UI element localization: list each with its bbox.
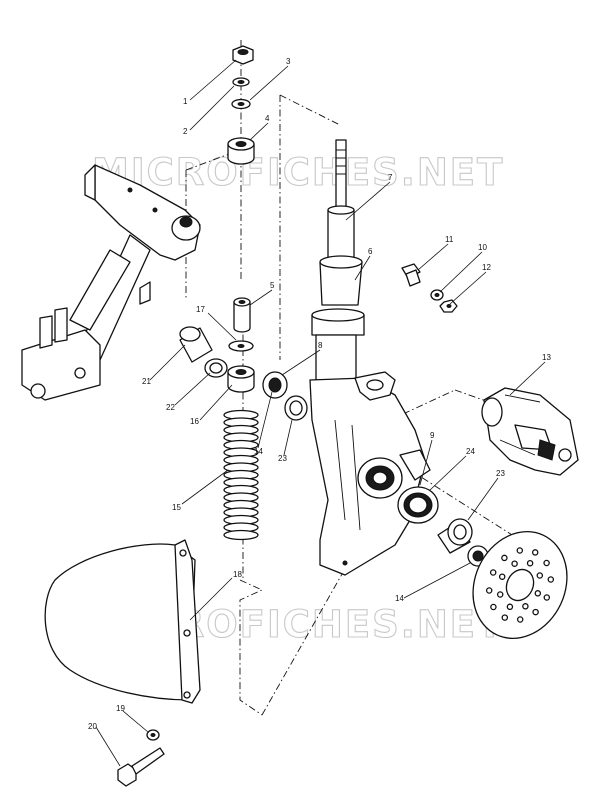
disc-hole xyxy=(506,603,514,611)
callout-6: 6 xyxy=(368,247,373,256)
callout-23-upper: 23 xyxy=(278,454,287,463)
bearing-23-upper xyxy=(284,395,308,421)
strut-shaft xyxy=(311,139,365,381)
seal-22 xyxy=(204,358,228,378)
callout-14-lower: 14 xyxy=(395,594,404,603)
callout-15: 15 xyxy=(172,503,181,512)
washer-10 xyxy=(430,289,444,301)
bolt-20 xyxy=(117,747,165,787)
callout-13: 13 xyxy=(542,353,551,362)
disc-hole xyxy=(496,591,504,598)
disc-hole xyxy=(534,590,542,597)
callout-4: 4 xyxy=(265,114,270,123)
bushing-21 xyxy=(179,326,213,363)
callout-23-lower: 23 xyxy=(496,469,505,478)
disc-hole xyxy=(531,549,539,556)
callout-1: 1 xyxy=(183,97,188,106)
disc-hole xyxy=(522,603,529,610)
callout-14-upper: 14 xyxy=(254,447,263,456)
callout-21: 21 xyxy=(142,377,151,386)
thin-washer xyxy=(228,340,254,352)
spacer-sleeve xyxy=(233,297,251,333)
washer-upper xyxy=(232,77,250,87)
steering-knuckle xyxy=(309,371,431,576)
callout-20: 20 xyxy=(88,722,97,731)
disc-hole xyxy=(485,587,493,594)
disc-hole xyxy=(532,608,539,616)
nut-12 xyxy=(439,299,458,313)
coil-spring xyxy=(223,409,259,541)
callout-7: 7 xyxy=(388,173,393,182)
disc-hole xyxy=(489,569,497,576)
disc-hole xyxy=(516,616,524,623)
spring-seat xyxy=(227,365,255,393)
callout-22: 22 xyxy=(166,403,175,412)
frame-bracket xyxy=(21,164,201,401)
brake-caliper xyxy=(481,387,579,476)
disc-hole xyxy=(526,559,534,567)
top-nut xyxy=(232,45,254,65)
disc-hole xyxy=(547,576,555,583)
callout-numbers: 1 2 3 4 5 6 7 8 9 10 11 12 13 14 14 15 1… xyxy=(88,57,551,731)
spring-coil xyxy=(223,529,259,541)
leader-lines xyxy=(95,59,546,767)
seal-9 xyxy=(397,486,439,524)
disc-hole xyxy=(501,614,509,621)
callout-16: 16 xyxy=(190,417,199,426)
callout-5: 5 xyxy=(270,281,275,290)
callout-17: 17 xyxy=(196,305,205,314)
brake-disc xyxy=(472,530,568,640)
callout-3: 3 xyxy=(286,57,291,66)
callout-24: 24 xyxy=(466,447,475,456)
callout-19: 19 xyxy=(116,704,125,713)
disc-hole xyxy=(536,572,544,579)
callout-12: 12 xyxy=(482,263,491,272)
disc-hole xyxy=(490,603,497,611)
mud-guard xyxy=(44,539,201,704)
disc-hole xyxy=(511,560,518,567)
bearing-8 xyxy=(262,371,288,399)
disc-hole xyxy=(498,573,506,580)
disc-hole xyxy=(543,559,550,567)
callout-9: 9 xyxy=(430,431,435,440)
callout-11: 11 xyxy=(445,235,454,244)
callout-10: 10 xyxy=(478,243,487,252)
washer-19 xyxy=(146,729,160,741)
watermark-top: MICROFICHES.NET xyxy=(92,151,504,194)
bearing-23-lower xyxy=(437,518,473,554)
top-bearing xyxy=(227,137,255,165)
callout-8: 8 xyxy=(318,341,323,350)
callout-18: 18 xyxy=(233,570,242,579)
disc-hole xyxy=(516,547,524,554)
bolt-11 xyxy=(401,263,421,287)
disc-hole xyxy=(501,554,508,562)
washer-lower xyxy=(231,98,251,110)
callout-2: 2 xyxy=(183,127,188,136)
disc-hole xyxy=(543,594,551,601)
